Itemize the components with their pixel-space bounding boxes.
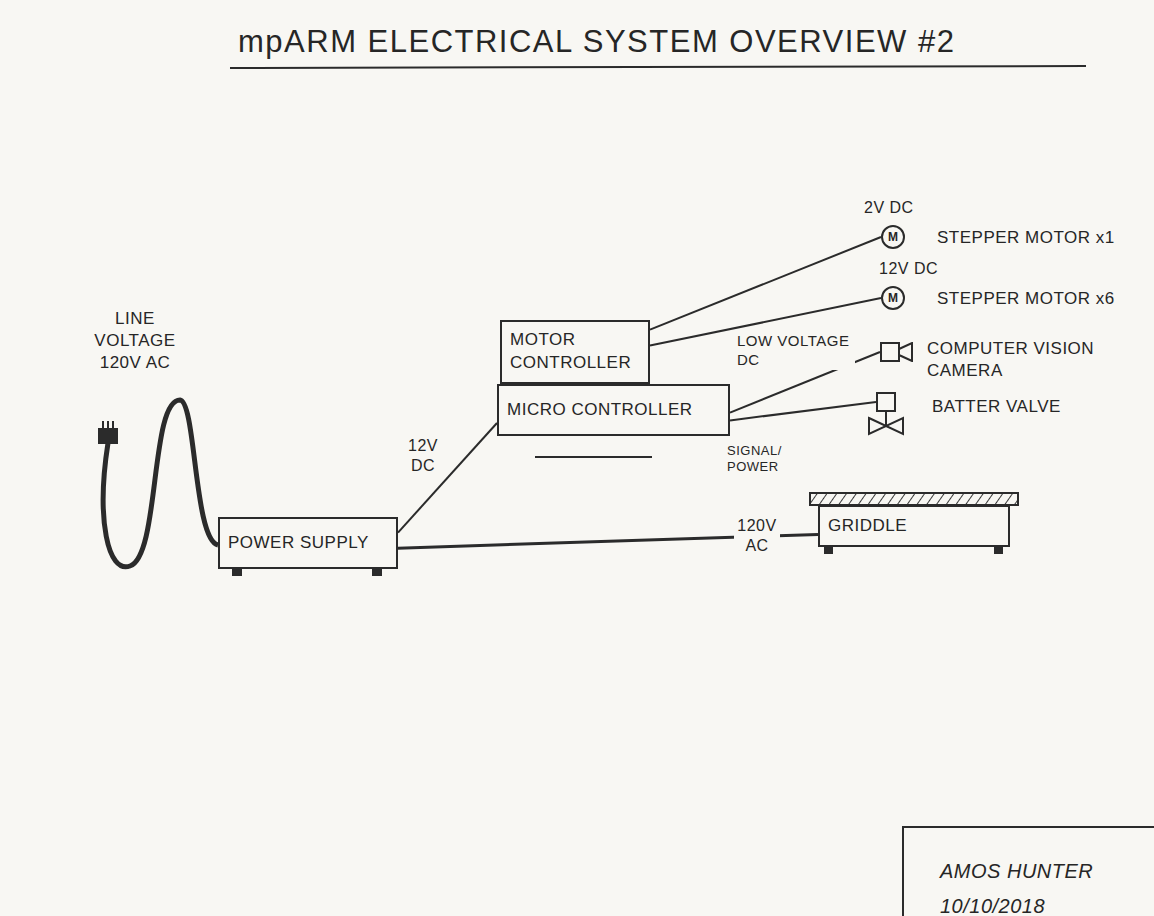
power-supply-feet (232, 569, 382, 576)
wire-label: 12V DC (400, 436, 446, 476)
note-label: LINE VOLTAGE 120V AC (80, 308, 190, 374)
wire-label: LOW VOLTAGE DC (735, 332, 855, 370)
diagram-title: mpARM ELECTRICAL SYSTEM OVERVIEW #2 (238, 24, 955, 60)
date-text: 10/10/2018 (940, 889, 1154, 916)
box-label: GRIDDLE (828, 515, 1000, 538)
box-label: POWER SUPPLY (228, 532, 388, 555)
wire (398, 423, 497, 533)
base-line (535, 456, 652, 458)
motor-letter: M (888, 230, 898, 244)
box-label: MOTOR CONTROLLER (510, 329, 640, 375)
wire (650, 237, 881, 330)
wire-label: 12V DC (877, 259, 949, 279)
wire-label: 120V AC (734, 516, 780, 556)
controller-box: MICRO CONTROLLER (497, 384, 730, 436)
griddle-plate (810, 493, 1018, 554)
wire-label: SIGNAL/ POWER (725, 443, 797, 476)
griddle-box: GRIDDLE (818, 505, 1010, 547)
plug-and-cord (99, 400, 218, 567)
camera-lens (898, 342, 914, 362)
motor-symbol: MSTEPPER MOTOR x6 (881, 286, 905, 310)
controller-box: MOTOR CONTROLLER (500, 320, 650, 384)
motor-letter: M (888, 291, 898, 305)
author-name: AMOS HUNTER (940, 854, 1154, 889)
part-label: STEPPER MOTOR x6 (937, 288, 1115, 310)
valve-symbol: BATTER VALVE (876, 392, 896, 412)
part-label: STEPPER MOTOR x1 (937, 227, 1115, 249)
title-underline (230, 66, 1086, 68)
motor-symbol: MSTEPPER MOTOR x1 (881, 225, 905, 249)
part-label: BATTER VALVE (932, 396, 1061, 418)
valve-body (866, 410, 906, 440)
wire-label: 2V DC (862, 198, 926, 218)
signature-box: AMOS HUNTER10/10/2018 (902, 826, 1154, 916)
box-label: MICRO CONTROLLER (507, 399, 720, 422)
power-supply-box: POWER SUPPLY (218, 517, 398, 569)
wire (730, 402, 876, 420)
camera-symbol: COMPUTER VISION CAMERA (880, 342, 900, 362)
part-label: COMPUTER VISION CAMERA (927, 338, 1127, 382)
